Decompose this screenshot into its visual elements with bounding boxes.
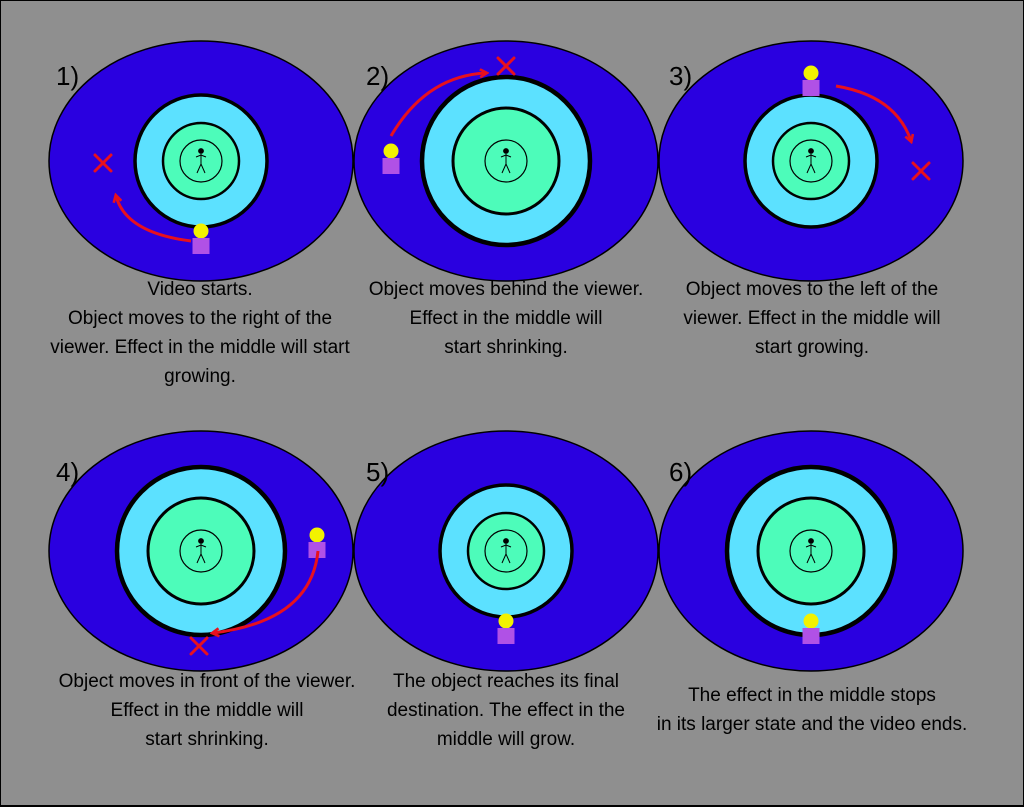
- x-mark-icon: [189, 636, 209, 656]
- object-ball: [309, 527, 325, 543]
- panel-caption-5: The object reaches its final destination…: [341, 667, 671, 754]
- moving-object: [308, 527, 326, 558]
- panel-6: [658, 430, 964, 672]
- person-legs: [806, 162, 816, 174]
- x-mark-stroke: [189, 636, 209, 656]
- person-arms: [500, 154, 512, 158]
- caption-line: Effect in the middle will: [110, 700, 304, 721]
- curved-arrow: [213, 550, 320, 633]
- x-mark-icon: [496, 56, 516, 76]
- caption-line: growing.: [164, 366, 236, 387]
- moving-object: [497, 613, 515, 644]
- x-mark-stroke: [93, 153, 113, 173]
- person-head: [808, 148, 814, 154]
- object-ball: [498, 613, 514, 629]
- caption-line: Object moves behind the viewer.: [368, 279, 644, 300]
- object-box: [308, 542, 326, 558]
- person-icon: [805, 148, 817, 174]
- caption-line: The effect in the middle stops: [688, 685, 936, 706]
- person-icon: [805, 538, 817, 564]
- person-arms: [805, 154, 817, 158]
- moving-object: [802, 613, 820, 644]
- person-icon: [500, 148, 512, 174]
- person-arms: [500, 544, 512, 548]
- person-icon: [195, 538, 207, 564]
- caption-line: start shrinking.: [145, 729, 269, 750]
- panel-number-1: 1): [56, 61, 80, 91]
- person-head: [198, 538, 204, 544]
- caption-line: Object moves to the right of the: [67, 308, 333, 329]
- person-legs: [196, 162, 206, 174]
- object-box: [382, 158, 400, 174]
- moving-object: [802, 65, 820, 96]
- curved-arrow: [389, 73, 486, 137]
- caption-line: Video starts.: [147, 279, 253, 300]
- panel-3: [658, 40, 964, 282]
- panel-4: [48, 430, 354, 672]
- person-legs: [196, 552, 206, 564]
- panel-caption-3: Object moves to the left of the viewer. …: [647, 275, 977, 362]
- panel-caption-4: Object moves in front of the viewer. Eff…: [42, 667, 372, 754]
- person-legs: [806, 552, 816, 564]
- caption-line: Object moves to the left of the: [685, 279, 939, 300]
- panel-5: [353, 430, 659, 672]
- panel-1: [48, 40, 354, 282]
- caption-line: middle will grow.: [436, 729, 576, 750]
- caption-line: The object reaches its final: [392, 671, 619, 692]
- person-icon: [500, 538, 512, 564]
- curved-arrow: [116, 196, 192, 243]
- x-mark-stroke: [911, 161, 931, 181]
- panel-number-2: 2): [366, 61, 390, 91]
- panel-caption-2: Object moves behind the viewer. Effect i…: [341, 275, 671, 362]
- x-mark-icon: [93, 153, 113, 173]
- caption-line: Object moves in front of the viewer.: [58, 671, 356, 692]
- panel-caption-1: Video starts. Object moves to the right …: [35, 275, 365, 391]
- person-head: [503, 538, 509, 544]
- object-box: [802, 80, 820, 96]
- panel-2: [353, 40, 659, 282]
- panel-number-3: 3): [669, 61, 693, 91]
- person-legs: [501, 552, 511, 564]
- caption-line: destination. The effect in the: [386, 700, 626, 721]
- object-ball: [803, 65, 819, 81]
- object-box: [802, 628, 820, 644]
- object-box: [497, 628, 515, 644]
- panel-number-4: 4): [56, 457, 80, 487]
- panel-caption-6: The effect in the middle stops in its la…: [647, 681, 977, 739]
- panel-number-5: 5): [366, 457, 390, 487]
- person-arms: [195, 544, 207, 548]
- caption-line: viewer. Effect in the middle will: [683, 308, 941, 329]
- moving-object: [382, 143, 400, 174]
- person-legs: [501, 162, 511, 174]
- object-ball: [803, 613, 819, 629]
- object-ball: [193, 223, 209, 239]
- moving-object: [192, 223, 210, 254]
- caption-line: start growing.: [754, 337, 870, 358]
- caption-line: start shrinking.: [444, 337, 568, 358]
- caption-line: Effect in the middle will: [409, 308, 603, 329]
- person-head: [198, 148, 204, 154]
- person-head: [503, 148, 509, 154]
- caption-line: viewer. Effect in the middle will start: [50, 337, 350, 358]
- object-ball: [383, 143, 399, 159]
- x-mark-icon: [911, 161, 931, 181]
- object-box: [192, 238, 210, 254]
- person-icon: [195, 148, 207, 174]
- person-arms: [805, 544, 817, 548]
- panel-number-6: 6): [669, 457, 693, 487]
- x-mark-stroke: [496, 56, 516, 76]
- person-head: [808, 538, 814, 544]
- curved-arrow: [835, 84, 911, 141]
- caption-line: in its larger state and the video ends.: [656, 714, 968, 735]
- person-arms: [195, 154, 207, 158]
